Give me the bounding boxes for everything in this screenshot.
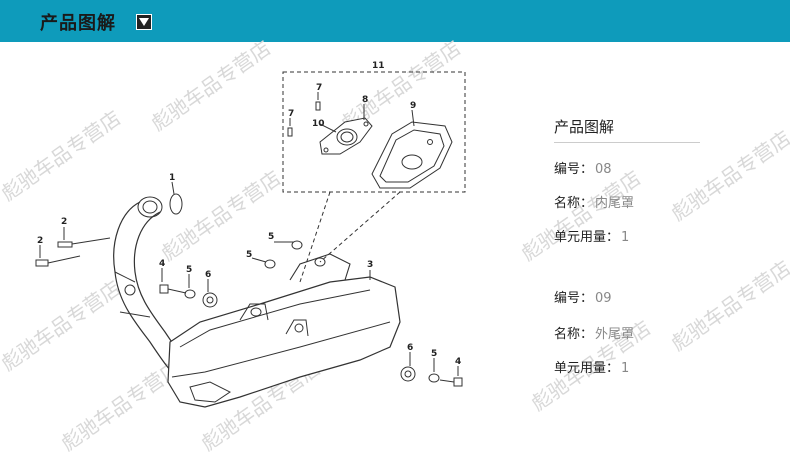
callout-label: 4 xyxy=(455,357,461,367)
triangle-down-icon xyxy=(139,18,149,26)
callout-label: 2 xyxy=(37,236,43,246)
header-title: 产品图解 xyxy=(40,13,116,34)
bolt-part xyxy=(159,284,187,294)
callout-label: 3 xyxy=(367,260,373,270)
washer-part xyxy=(264,259,276,269)
washer-part xyxy=(291,240,303,250)
exhaust-diagram-svg: 11 7 8 7 10 9 1 2 2 5 5 3 4 5 6 6 5 4 xyxy=(35,61,466,408)
part-name-label: 名称： xyxy=(554,196,594,211)
part-number-label: 编号： xyxy=(554,162,594,177)
part-qty-label: 单元用量： xyxy=(554,361,620,376)
screw-part xyxy=(287,101,321,137)
part-info-panel: 产品图解 编号：08 名称：内尾罩 单元用量：1 编号：09 名称：外尾罩 单元… xyxy=(540,42,790,432)
callout-label: 5 xyxy=(186,265,192,275)
callout-label: 5 xyxy=(431,349,437,359)
part-name-row: 名称：内尾罩 xyxy=(554,192,634,211)
callout-label: 10 xyxy=(312,119,325,129)
inner-cover-part xyxy=(319,117,373,155)
callout-label: 2 xyxy=(61,217,67,227)
callout-label: 9 xyxy=(410,101,416,111)
callout-label: 6 xyxy=(407,343,413,353)
collapse-toggle-button[interactable] xyxy=(136,14,152,30)
callout-label: 4 xyxy=(159,259,165,269)
header-bar: 产品图解 xyxy=(0,0,790,42)
part-number-label: 编号： xyxy=(554,291,594,306)
part-number-row: 编号：08 xyxy=(554,158,612,177)
part-number-row: 编号：09 xyxy=(554,287,612,306)
callout-label: 7 xyxy=(288,109,294,119)
callout-label: 6 xyxy=(205,270,211,280)
exploded-parts-diagram: 11 7 8 7 10 9 1 2 2 5 5 3 4 5 6 6 5 4 xyxy=(0,42,500,432)
callout-label: 8 xyxy=(362,95,368,105)
part-name-row: 名称：外尾罩 xyxy=(554,323,634,342)
callout-label: 5 xyxy=(246,250,252,260)
part-name-value: 内尾罩 xyxy=(595,196,635,211)
gasket-part xyxy=(169,193,183,215)
part-number-value: 08 xyxy=(595,162,612,177)
bushing-part xyxy=(400,366,416,382)
part-number-value: 09 xyxy=(595,291,612,306)
callout-label: 5 xyxy=(268,232,274,242)
callout-label: 11 xyxy=(372,61,385,71)
part-qty-row: 单元用量：1 xyxy=(554,226,629,245)
washer-part xyxy=(184,289,196,299)
washer-part xyxy=(428,373,440,383)
outer-cover-part xyxy=(371,121,453,189)
stud-bolt-part xyxy=(35,237,111,267)
part-qty-row: 单元用量：1 xyxy=(554,357,629,376)
bolt-part xyxy=(439,377,463,387)
muffler-body-part xyxy=(167,253,401,408)
callout-labels: 11 7 8 7 10 9 1 2 2 5 5 3 4 5 6 6 5 4 xyxy=(37,61,461,367)
part-name-label: 名称： xyxy=(554,327,594,342)
part-qty-label: 单元用量： xyxy=(554,230,620,245)
panel-title: 产品图解 xyxy=(554,118,615,136)
callout-label: 1 xyxy=(169,173,175,183)
bushing-part xyxy=(202,292,218,308)
callout-label: 7 xyxy=(316,83,322,93)
part-name-value: 外尾罩 xyxy=(595,327,635,342)
part-qty-value: 1 xyxy=(621,230,630,245)
panel-divider xyxy=(554,142,700,143)
part-qty-value: 1 xyxy=(621,361,630,376)
